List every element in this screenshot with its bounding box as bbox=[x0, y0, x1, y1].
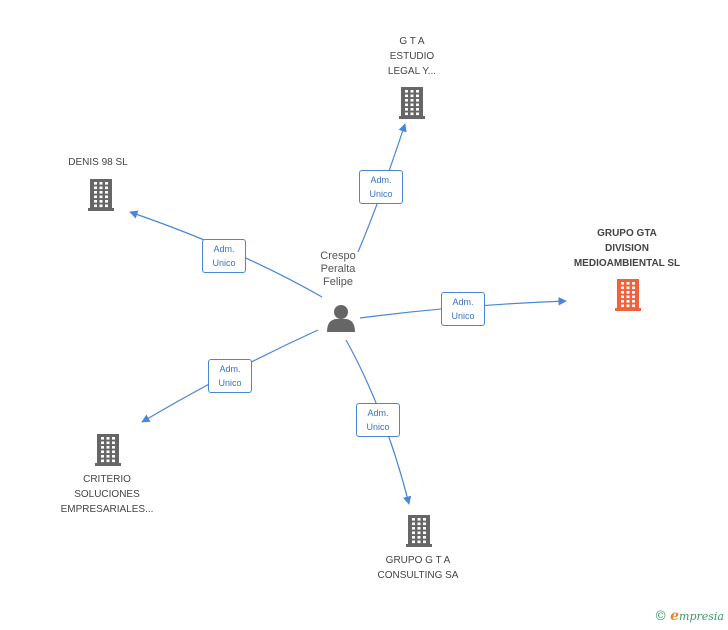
building-icon-grupo-gta-division[interactable] bbox=[615, 279, 641, 311]
role-line: Adm. bbox=[367, 408, 389, 418]
company-label-line: CRITERIO bbox=[83, 474, 131, 485]
company-label-line: EMPRESARIALES... bbox=[60, 504, 154, 515]
company-label-denis-98[interactable]: DENIS 98 SL bbox=[68, 155, 127, 170]
company-label-line: LEGAL Y... bbox=[387, 66, 437, 77]
company-label-line: GRUPO GTA bbox=[597, 228, 657, 239]
role-line: Unico bbox=[218, 378, 242, 388]
brand-name: mpresia bbox=[679, 610, 724, 623]
company-label-gta-estudio[interactable]: G T A ESTUDIO LEGAL Y... bbox=[388, 34, 436, 79]
role-box-criterio[interactable]: Adm. Unico bbox=[208, 359, 252, 393]
role-box-grupo-gta-division[interactable]: Adm. Unico bbox=[441, 292, 485, 326]
role-line: Unico bbox=[369, 189, 393, 199]
company-label-line: ESTUDIO bbox=[389, 51, 435, 62]
company-label-line: DENIS 98 SL bbox=[68, 157, 128, 168]
footer-brand: ©empresia bbox=[654, 608, 724, 624]
role-line: Adm. bbox=[370, 175, 392, 185]
company-label-line: DIVISION bbox=[605, 243, 649, 254]
role-box-grupo-gta-consulting[interactable]: Adm. Unico bbox=[356, 403, 400, 437]
role-line: Adm. bbox=[213, 244, 235, 254]
building-icon-criterio[interactable] bbox=[95, 434, 121, 466]
role-line: Adm. bbox=[452, 297, 474, 307]
center-label-line: Peralta bbox=[320, 263, 356, 275]
company-label-line: SOLUCIONES bbox=[74, 489, 140, 500]
role-line: Unico bbox=[451, 311, 475, 321]
copyright-symbol: © bbox=[654, 609, 668, 624]
company-label-line: G T A bbox=[399, 36, 425, 47]
building-icon-grupo-gta-consulting[interactable] bbox=[406, 515, 432, 547]
company-label-criterio[interactable]: CRITERIO SOLUCIONES EMPRESARIALES... bbox=[61, 472, 154, 517]
company-label-line: MEDIOAMBIENTAL SL bbox=[573, 258, 681, 269]
company-label-line: CONSULTING SA bbox=[377, 570, 459, 581]
center-label-line: Crespo bbox=[320, 250, 356, 262]
company-label-grupo-gta-consulting[interactable]: GRUPO G T A CONSULTING SA bbox=[378, 553, 459, 583]
role-box-denis-98[interactable]: Adm. Unico bbox=[202, 239, 246, 273]
role-line: Unico bbox=[212, 258, 236, 268]
center-label-line: Felipe bbox=[323, 276, 353, 288]
role-box-gta-estudio[interactable]: Adm. Unico bbox=[359, 170, 403, 204]
role-line: Unico bbox=[366, 422, 390, 432]
brand-initial: e bbox=[670, 608, 680, 624]
building-icon-denis-98[interactable] bbox=[88, 179, 114, 211]
company-label-grupo-gta-division[interactable]: GRUPO GTA DIVISION MEDIOAMBIENTAL SL bbox=[574, 226, 680, 271]
role-line: Adm. bbox=[219, 364, 241, 374]
building-icon-gta-estudio[interactable] bbox=[399, 87, 425, 119]
center-person-label[interactable]: Crespo Peralta Felipe bbox=[320, 250, 355, 289]
person-icon[interactable] bbox=[327, 305, 355, 332]
company-label-line: GRUPO G T A bbox=[385, 555, 451, 566]
